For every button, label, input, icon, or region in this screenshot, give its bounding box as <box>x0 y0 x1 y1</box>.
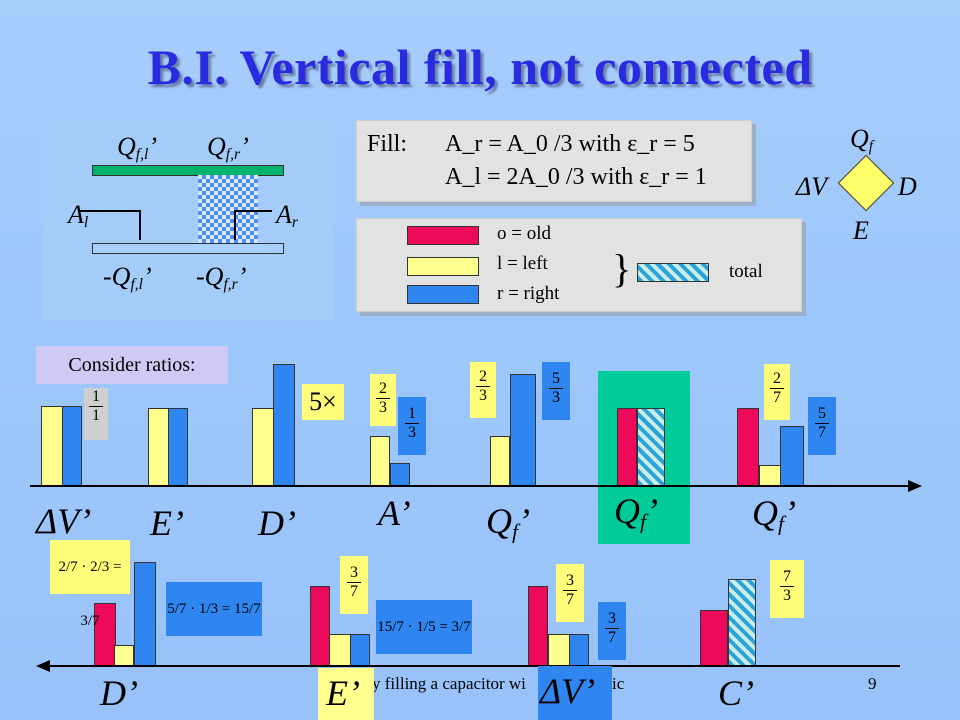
legend-total: total <box>729 261 763 282</box>
diamond-right: D <box>898 172 917 201</box>
label2-c: C’ <box>718 673 754 713</box>
bar-qf-old <box>617 408 637 486</box>
footer-text-end: ic <box>612 674 625 693</box>
label-qf-total: Qf’ <box>614 491 658 534</box>
label-a-l: Al <box>68 200 89 231</box>
footer-text: y filling a capacitor wi <box>372 674 526 693</box>
bar-qf-left <box>490 436 510 486</box>
label-neg-q-fr: -Qf,r’ <box>196 262 247 293</box>
bar-dv-right <box>62 406 82 486</box>
legend-swatch-right <box>407 285 479 304</box>
card-eq-3: 15/7 · 1/5 = 3/7 <box>376 600 472 654</box>
diamond-left: ΔV <box>796 172 828 201</box>
bar-qf2-left <box>759 465 781 486</box>
label-neg-q-fl: -Qf,l’ <box>103 262 152 293</box>
legend-swatch-left <box>407 257 479 276</box>
bar2-e-left <box>329 634 351 666</box>
axis-row-2 <box>40 665 900 667</box>
bar-qf2-old <box>737 408 759 486</box>
bar-qf-total <box>637 408 665 486</box>
arrow-right-down <box>234 210 236 240</box>
arrow-left-down <box>139 210 141 240</box>
bar2-d-left <box>114 645 134 666</box>
label2-e-box <box>318 668 374 720</box>
bar2-dv-old <box>528 586 548 666</box>
top-plate <box>92 165 284 176</box>
capacitor-diagram <box>42 118 334 321</box>
page-number: 9 <box>868 674 877 693</box>
bar-qf-right <box>510 374 536 486</box>
bar-a-left <box>370 436 390 486</box>
consider-ratios: Consider ratios: <box>36 346 228 384</box>
card-five-times: 5× <box>302 384 344 420</box>
axis-row-1-arrow <box>908 480 922 492</box>
label-q-fr: Qf,r’ <box>207 132 249 163</box>
bar2-c-total <box>728 579 756 666</box>
bar-e-right <box>168 408 188 486</box>
legend-box: o = old l = left r = right } total <box>356 218 802 312</box>
fill-label: Fill: <box>367 131 408 157</box>
axis-row-2-arrow <box>36 660 50 672</box>
bar-d-left <box>252 408 274 486</box>
bar2-d-right <box>134 562 156 666</box>
fill-box: Fill: A_r = A_0 /3 with ε_r = 5 A_l = 2A… <box>356 120 752 202</box>
label-a: A’ <box>378 493 411 533</box>
diamond-bottom: E <box>853 216 869 245</box>
label2-e: E’ <box>326 673 360 713</box>
label-a-r: Ar <box>276 200 298 231</box>
label2-dv: ΔV’ <box>540 671 596 711</box>
relation-diamond <box>837 154 895 212</box>
diamond-top: Qf <box>850 124 874 155</box>
label-d: D’ <box>258 503 296 543</box>
fill-line-1: A_r = A_0 /3 with ε_r = 5 <box>445 131 695 157</box>
label-e: E’ <box>150 503 184 543</box>
card-eq-2: 5/7 · 1/3 = 15/7 <box>166 582 262 636</box>
legend-swatch-total <box>637 263 709 282</box>
axis-row-1 <box>30 485 910 487</box>
legend-brace: } <box>612 246 632 291</box>
card-eq-1: 2/7 · 2/3 = 3/7 <box>50 540 130 629</box>
bar-a-right <box>390 463 410 486</box>
fill-line-2: A_l = 2A_0 /3 with ε_r = 1 <box>445 164 707 190</box>
bottom-plate <box>92 243 284 254</box>
bar2-e-old <box>310 586 330 666</box>
label2-dv-box <box>538 666 612 720</box>
dielectric-block <box>198 175 258 243</box>
bar2-c-old <box>700 610 728 666</box>
arrow-left <box>80 210 140 212</box>
bar2-e-right <box>350 634 370 666</box>
bar2-dv-right <box>569 634 589 666</box>
label-dv: ΔV’ <box>36 501 92 541</box>
slide-title: B.I. Vertical fill, not connected <box>147 39 813 95</box>
legend-old: o = old <box>497 223 551 244</box>
label2-d: D’ <box>100 673 138 713</box>
label-qf-split: Qf’ <box>752 493 796 536</box>
label-q-fl: Qf,l’ <box>117 132 158 163</box>
legend-right: r = right <box>497 283 560 304</box>
bar-d-right <box>273 364 295 486</box>
legend-swatch-old <box>407 226 479 245</box>
bar-e-left <box>148 408 170 486</box>
label-qf: Qf’ <box>486 501 530 544</box>
bar-dv-left <box>41 406 63 486</box>
bar2-dv-left <box>548 634 570 666</box>
legend-left: l = left <box>497 253 548 274</box>
bar-qf2-right <box>780 426 804 486</box>
arrow-right <box>234 210 272 212</box>
